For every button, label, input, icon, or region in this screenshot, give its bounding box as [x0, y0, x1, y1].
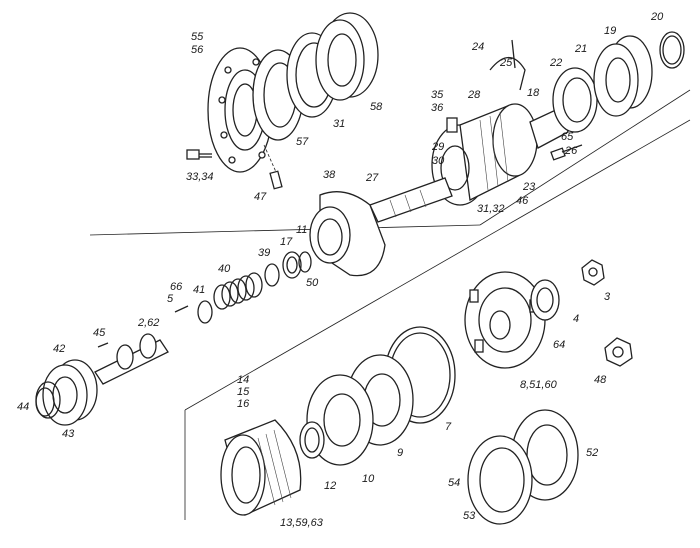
part-label: 47	[254, 191, 267, 203]
part-label: 65	[561, 131, 574, 143]
part-label: 17	[280, 236, 293, 248]
clip-part-24-25	[489, 39, 526, 91]
carrier-part-38	[309, 191, 386, 277]
part-label: 50	[306, 277, 319, 289]
nut-part-48	[604, 337, 633, 367]
part-label: 21	[574, 43, 587, 55]
part-label: 48	[594, 374, 607, 386]
part-label: 18	[527, 87, 540, 99]
nut-part-3	[581, 259, 605, 286]
part-label: 12	[324, 480, 336, 492]
clutch-hub-part-64	[464, 271, 546, 369]
part-label: 11	[296, 224, 307, 236]
part-label: 26	[564, 145, 578, 157]
part-label: 55	[191, 31, 204, 43]
part-label: 54	[448, 477, 460, 489]
part-label: 38	[323, 169, 336, 181]
circlip-part-43-44	[35, 381, 61, 419]
part-label: 35	[431, 89, 444, 101]
part-label: 2,62	[137, 317, 159, 329]
nipple-part-47	[263, 144, 283, 190]
part-label: 13,59,63	[280, 517, 324, 529]
part-label: 33,34	[186, 171, 214, 183]
plate-part-4	[530, 279, 560, 321]
bolt-part-26	[550, 144, 583, 161]
part-label: 57	[296, 136, 309, 148]
disc-part-53-54	[467, 435, 533, 525]
boundary-lines	[89, 89, 691, 520]
ring-part-21-22	[552, 67, 598, 133]
part-label: 10	[362, 473, 375, 485]
part-label: 28	[467, 89, 481, 101]
part-label: 46	[516, 195, 529, 207]
part-label: 43	[62, 428, 75, 440]
plug-part-35-36	[446, 117, 458, 133]
part-label: 27	[365, 172, 379, 184]
part-label: 15	[237, 386, 250, 398]
pin-part-66-5	[174, 305, 189, 313]
part-label: 52	[586, 447, 598, 459]
ring-part-41	[197, 300, 213, 324]
part-label: 44	[17, 401, 29, 413]
part-label: 45	[93, 327, 106, 339]
part-label: 29	[431, 141, 444, 153]
part-label: 30	[432, 155, 445, 167]
ring-part-20	[659, 31, 685, 69]
part-label: 39	[258, 247, 270, 259]
spring-part-40	[213, 272, 263, 310]
part-label: 22	[549, 57, 562, 69]
washer-part-11-50	[264, 251, 312, 287]
part-label: 24	[471, 41, 484, 53]
bearing-part-39-17	[282, 251, 302, 279]
part-label: 56	[191, 44, 204, 56]
bearing-part-58	[315, 12, 379, 101]
part-label: 19	[604, 25, 616, 37]
part-label: 64	[553, 339, 565, 351]
bearing-part-42	[42, 359, 98, 426]
part-label: 25	[499, 57, 513, 69]
part-label: 7	[445, 421, 452, 433]
part-label: 5	[167, 293, 174, 305]
clutch-drum-part-13	[220, 419, 302, 516]
shaft-part-27	[369, 177, 453, 223]
part-label: 31	[333, 118, 345, 130]
part-label: 40	[218, 263, 231, 275]
part-label: 8,51,60	[520, 379, 558, 391]
part-label: 58	[370, 101, 383, 113]
part-label: 23	[522, 181, 536, 193]
shaft-part-2-62	[94, 333, 169, 385]
part-label: 4	[573, 313, 579, 325]
ring-part-12	[299, 421, 325, 459]
part-label: 42	[53, 343, 65, 355]
part-label: 14	[237, 374, 249, 386]
part-label: 9	[397, 447, 403, 459]
bolt-part-33-34	[186, 149, 212, 160]
part-label: 3	[604, 291, 611, 303]
part-label: 20	[650, 11, 664, 23]
part-label: 36	[431, 102, 444, 114]
part-label: 41	[193, 284, 205, 296]
part-label: 53	[463, 510, 476, 522]
bearing-part-19	[593, 35, 653, 117]
part-label: 31,32	[477, 203, 505, 215]
part-label: 16	[237, 398, 250, 410]
part-label: 66	[170, 281, 183, 293]
